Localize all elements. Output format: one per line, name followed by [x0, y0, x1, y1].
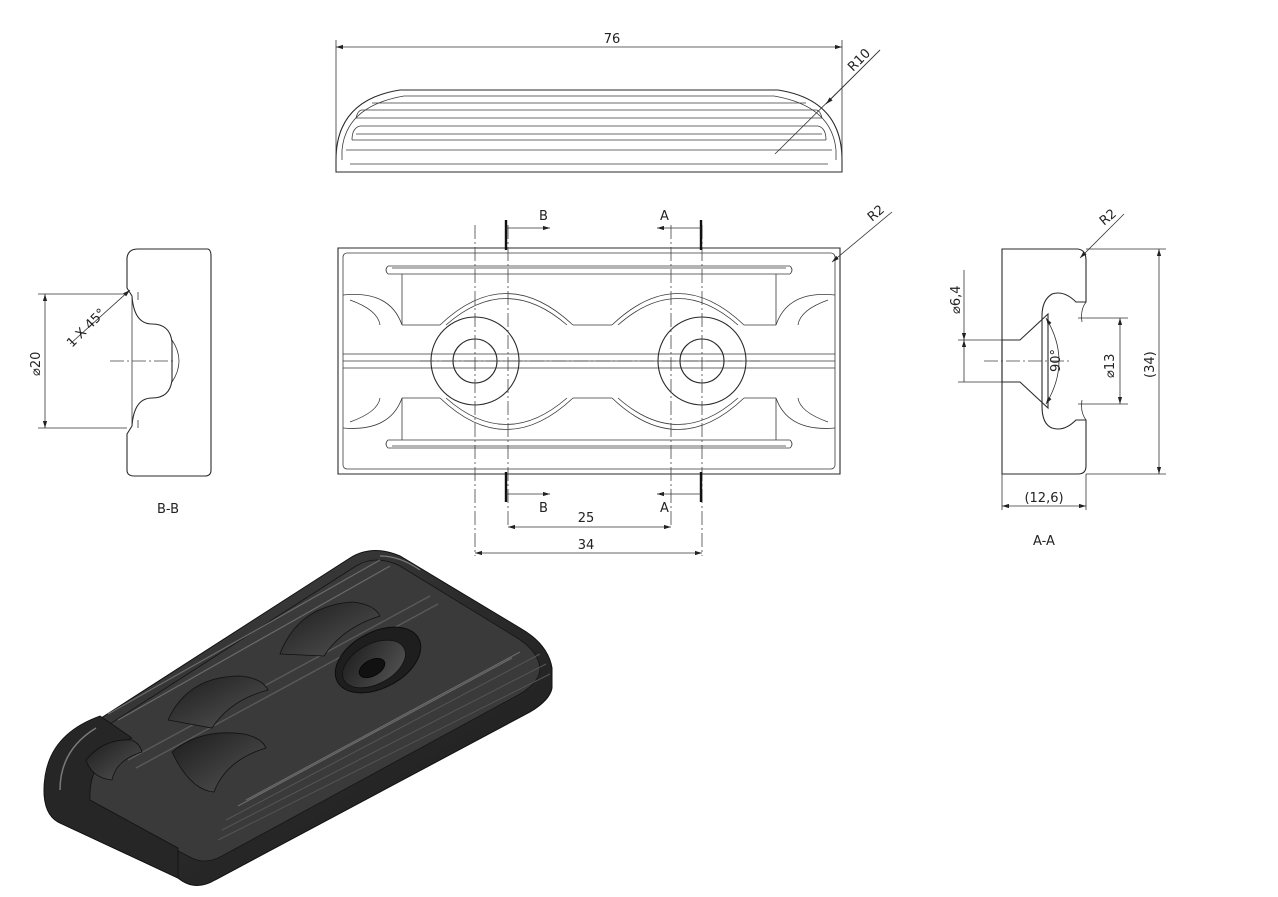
section-mark-a-top: A [660, 209, 669, 224]
section-bb-view: ⌀20 1 X 45° B-B [29, 248, 212, 517]
section-mark-a-bottom: A [660, 501, 669, 516]
top-view: 76 R10 [335, 32, 881, 173]
dim-width-76: 76 [604, 32, 621, 47]
dim-bb-diameter-20: ⌀20 [29, 352, 44, 376]
dim-aa-countersink-diameter: ⌀13 [1103, 354, 1118, 378]
section-mark-b-top: B [539, 209, 548, 224]
isometric-view [43, 550, 553, 886]
dim-aa-hole-diameter: ⌀6,4 [949, 285, 964, 314]
dim-aa-thickness: (12,6) [1024, 491, 1063, 506]
front-view: B A B A R2 25 34 [337, 202, 893, 556]
section-mark-b-bottom: B [539, 501, 548, 516]
dim-aa-height: (34) [1143, 351, 1158, 378]
section-aa-label: A-A [1033, 534, 1055, 549]
dim-center-distance-25: 25 [578, 511, 595, 526]
dim-outer-distance-34: 34 [578, 538, 595, 553]
dim-bb-chamfer: 1 X 45° [64, 306, 109, 351]
dim-aa-radius: R2 [1097, 206, 1120, 229]
section-aa-view: ⌀6,4 90° ⌀13 (34) (12,6) R2 A-A [949, 206, 1166, 549]
dim-radius-r2-front: R2 [865, 202, 888, 225]
dim-aa-countersink-angle: 90° [1049, 349, 1064, 372]
section-bb-label: B-B [157, 502, 179, 517]
dim-radius-r10: R10 [845, 46, 874, 75]
